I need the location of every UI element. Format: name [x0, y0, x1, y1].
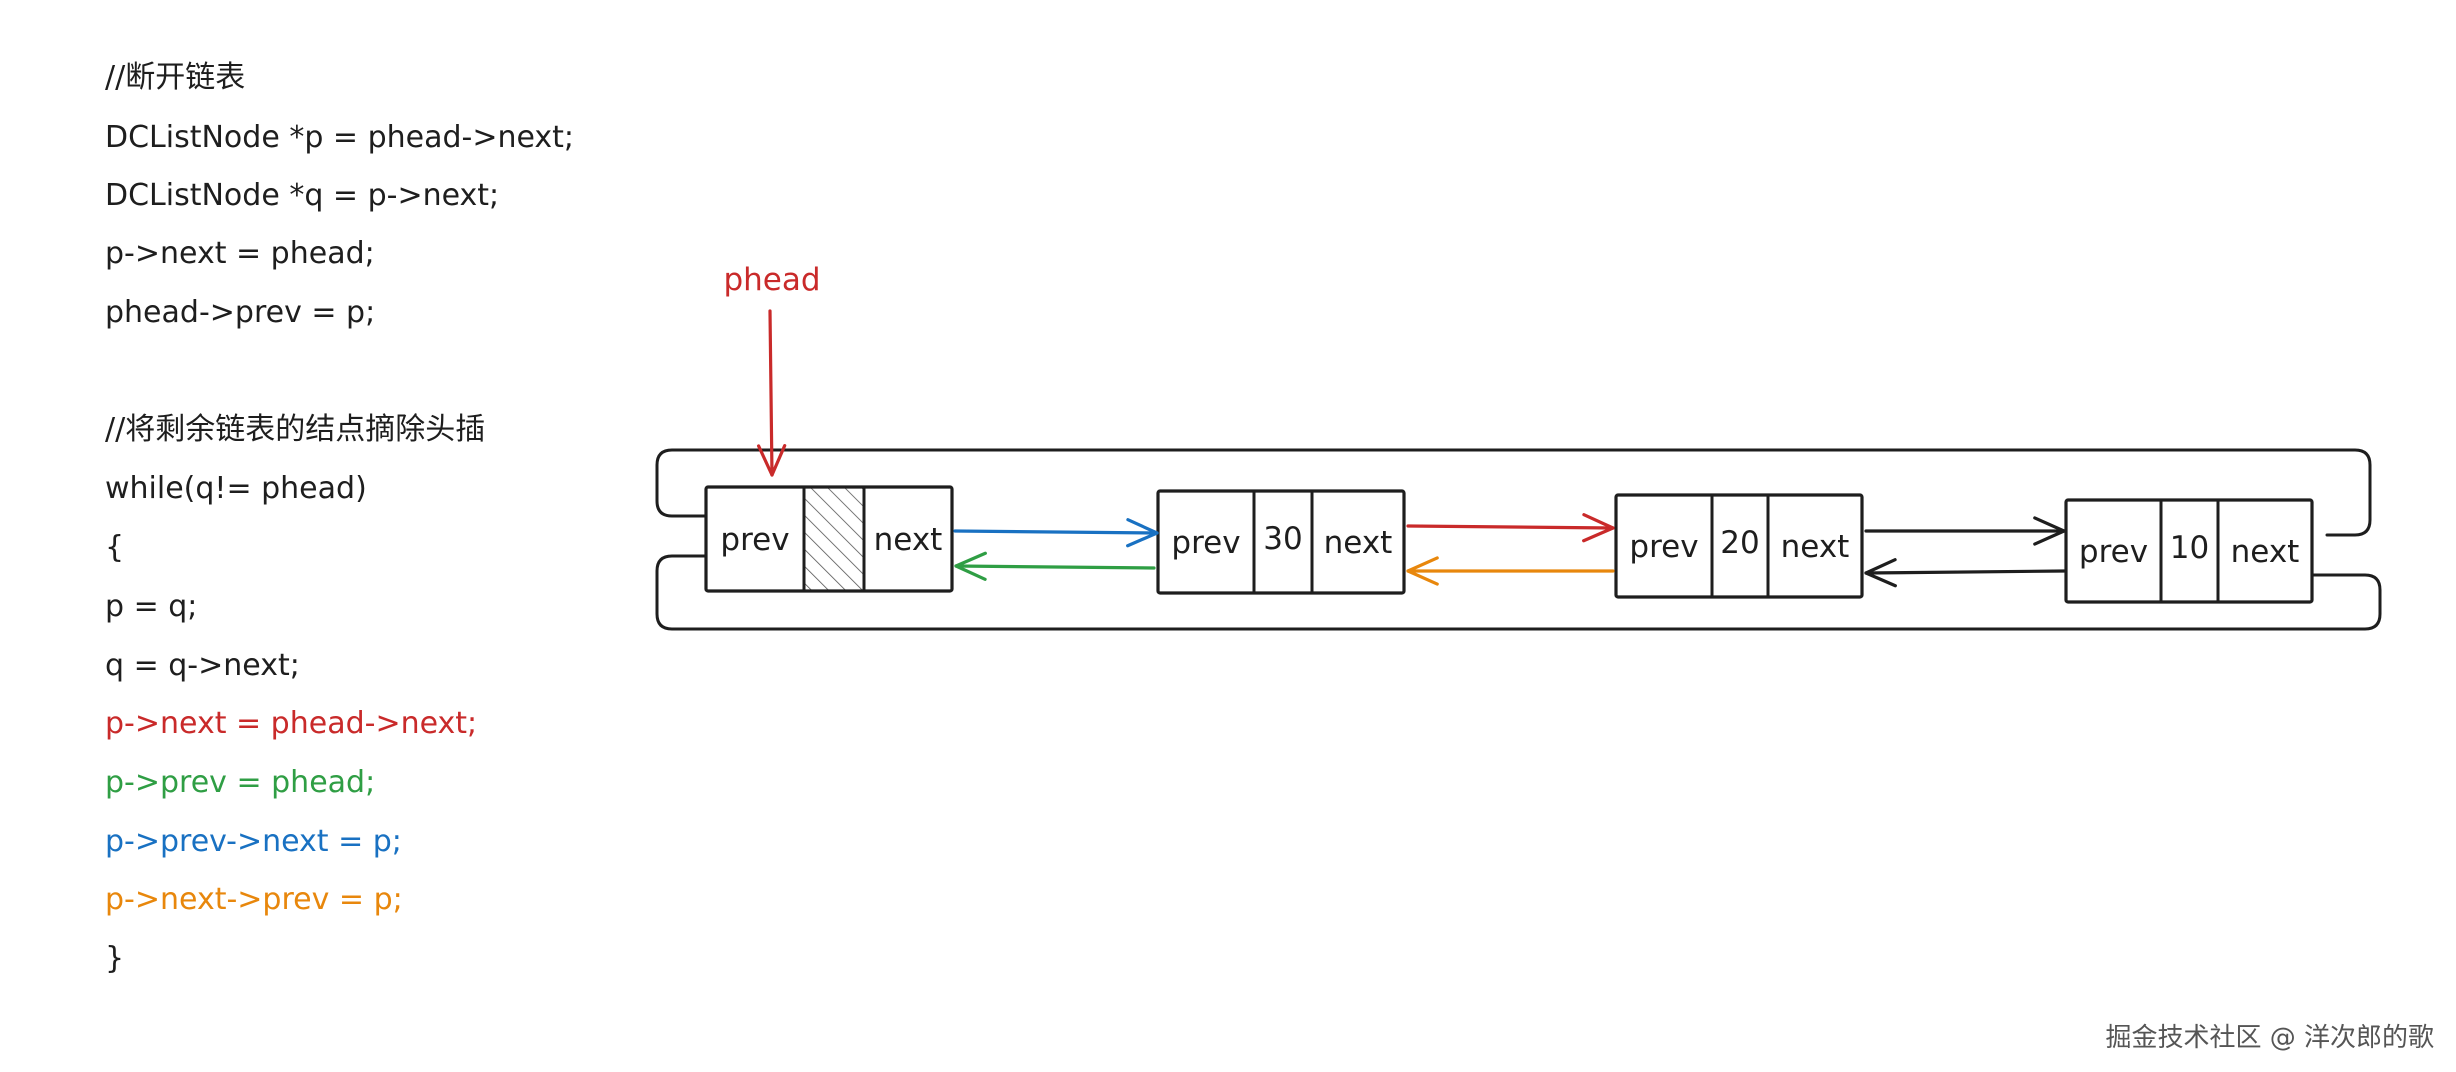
arrow-line [1864, 569, 2066, 575]
code-line: p->prev = phead; [105, 765, 376, 800]
prev-label: prev [2079, 534, 2148, 570]
code-line: p->next->prev = p; [105, 882, 403, 917]
prev-label: prev [1629, 529, 1698, 565]
code-line: //将剩余链表的结点摘除头插 [105, 412, 486, 447]
node20-prev-pointer [1406, 556, 1615, 586]
next-label: next [874, 522, 943, 558]
code-line: DCListNode *p = phead->next; [105, 120, 575, 155]
arrowhead [1126, 518, 1159, 548]
code-line: p->next = phead->next; [105, 706, 478, 741]
next-label: next [1324, 525, 1393, 561]
node-box [704, 485, 954, 593]
code-line: } [105, 941, 125, 976]
node-box [2064, 498, 2314, 604]
code-line: p = q; [105, 589, 198, 624]
prev-label: prev [720, 522, 789, 558]
code-line: //断开链表 [105, 60, 246, 95]
hatched-data-cell [804, 487, 864, 591]
node30-next-pointer [1406, 513, 1615, 543]
node-value: 10 [2170, 530, 2209, 566]
code-line: p->next = phead; [105, 236, 375, 271]
arrowhead [1864, 558, 1897, 588]
next-label: next [1781, 529, 1850, 565]
arrowhead [1582, 513, 1615, 543]
code-line: phead->prev = p; [105, 295, 376, 330]
node-box [1614, 493, 1864, 599]
node-box [1156, 489, 1406, 595]
head: prev next [704, 485, 954, 593]
node-10: prev 10 next [2064, 498, 2314, 604]
code-line: q = q->next; [105, 648, 300, 683]
node10-prev-pointer [1864, 558, 2066, 588]
arrow-line [1406, 524, 1615, 530]
code-line: while(q!= phead) [105, 471, 367, 506]
node-value: 20 [1720, 525, 1759, 561]
arrow-line [768, 309, 774, 477]
node-20: prev 20 next [1614, 493, 1864, 599]
phead-label: phead [723, 262, 820, 298]
code-line: { [105, 530, 125, 565]
node30-prev-pointer [954, 551, 1156, 581]
arrowhead [2033, 516, 2066, 546]
node20-next-pointer [1864, 516, 2066, 546]
head-prev-to-tail-pointer [655, 554, 2382, 631]
code-line: p->prev->next = p; [105, 824, 402, 859]
arrowhead [1406, 556, 1439, 586]
head-next-pointer [953, 518, 1159, 548]
arrow-line [953, 529, 1159, 535]
watermark: 掘金技术社区 @ 洋次郎的歌 [2105, 1023, 2434, 1053]
code-block: //断开链表 DCListNode *p = phead->next; DCList… [105, 0, 625, 1000]
phead-pointer-arrow [756, 309, 787, 477]
tail-next-to-head-pointer [655, 448, 2372, 537]
node-30: prev 30 next [1156, 489, 1406, 595]
arrowhead [756, 444, 787, 477]
arrow-line [954, 564, 1156, 570]
prev-label: prev [1171, 525, 1240, 561]
next-label: next [2231, 534, 2300, 570]
code-line: DCListNode *q = p->next; [105, 178, 500, 213]
arrowhead [954, 551, 987, 581]
node-value: 30 [1263, 521, 1302, 557]
